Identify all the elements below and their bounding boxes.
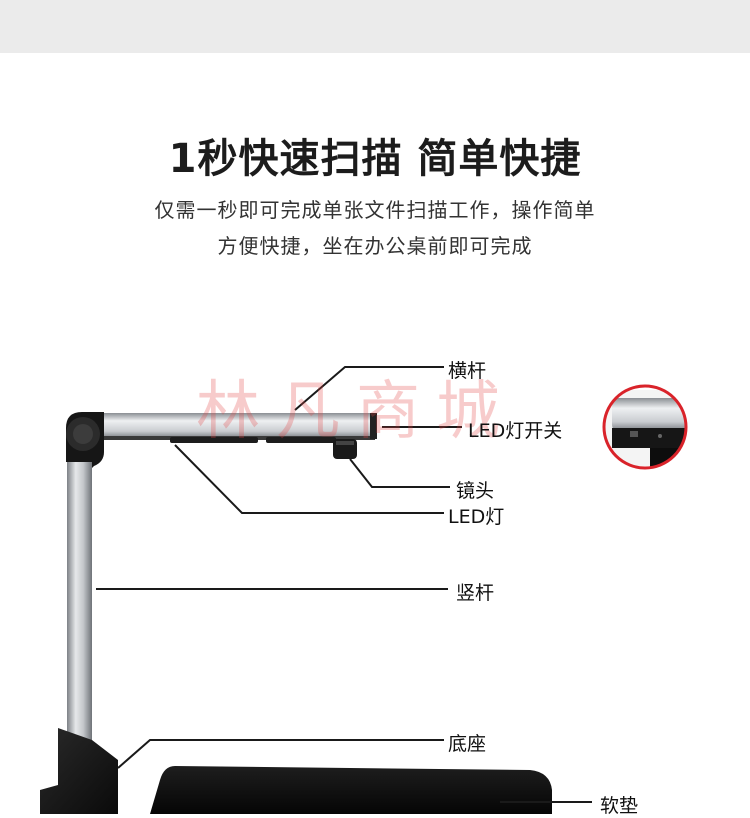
label-led-switch: LED灯开关: [468, 420, 563, 442]
scanner-base: [40, 728, 118, 814]
led-light-leader: [174, 444, 444, 514]
label-led-light: LED灯: [448, 506, 505, 528]
crossbar-leader: [294, 366, 444, 411]
page-title: 1秒快速扫描 简单快捷: [168, 136, 582, 182]
led-switch-zoom-inset: [602, 384, 688, 470]
soft-pad: [150, 766, 552, 814]
upright-pole: [67, 447, 92, 742]
inset-ring: [602, 384, 688, 470]
led-strip: [170, 437, 258, 443]
label-lens: 镜头: [456, 480, 495, 502]
label-base: 底座: [448, 733, 487, 755]
base-leader: [117, 739, 444, 769]
watermark-text: 林凡商城: [196, 375, 516, 449]
label-soft-pad: 软垫: [600, 795, 639, 817]
label-upright: 竖杆: [456, 582, 495, 604]
callout-leader-lines: [96, 366, 592, 803]
crossbar-arm: [95, 413, 375, 439]
lens-leader: [349, 458, 450, 488]
description-line-2: 方便快捷，坐在办公桌前即可完成: [217, 234, 533, 258]
description-line-1: 仅需一秒即可完成单张文件扫描工作，操作简单: [154, 198, 596, 222]
top-banner-band: [0, 0, 750, 53]
label-crossbar: 横杆: [448, 360, 487, 382]
